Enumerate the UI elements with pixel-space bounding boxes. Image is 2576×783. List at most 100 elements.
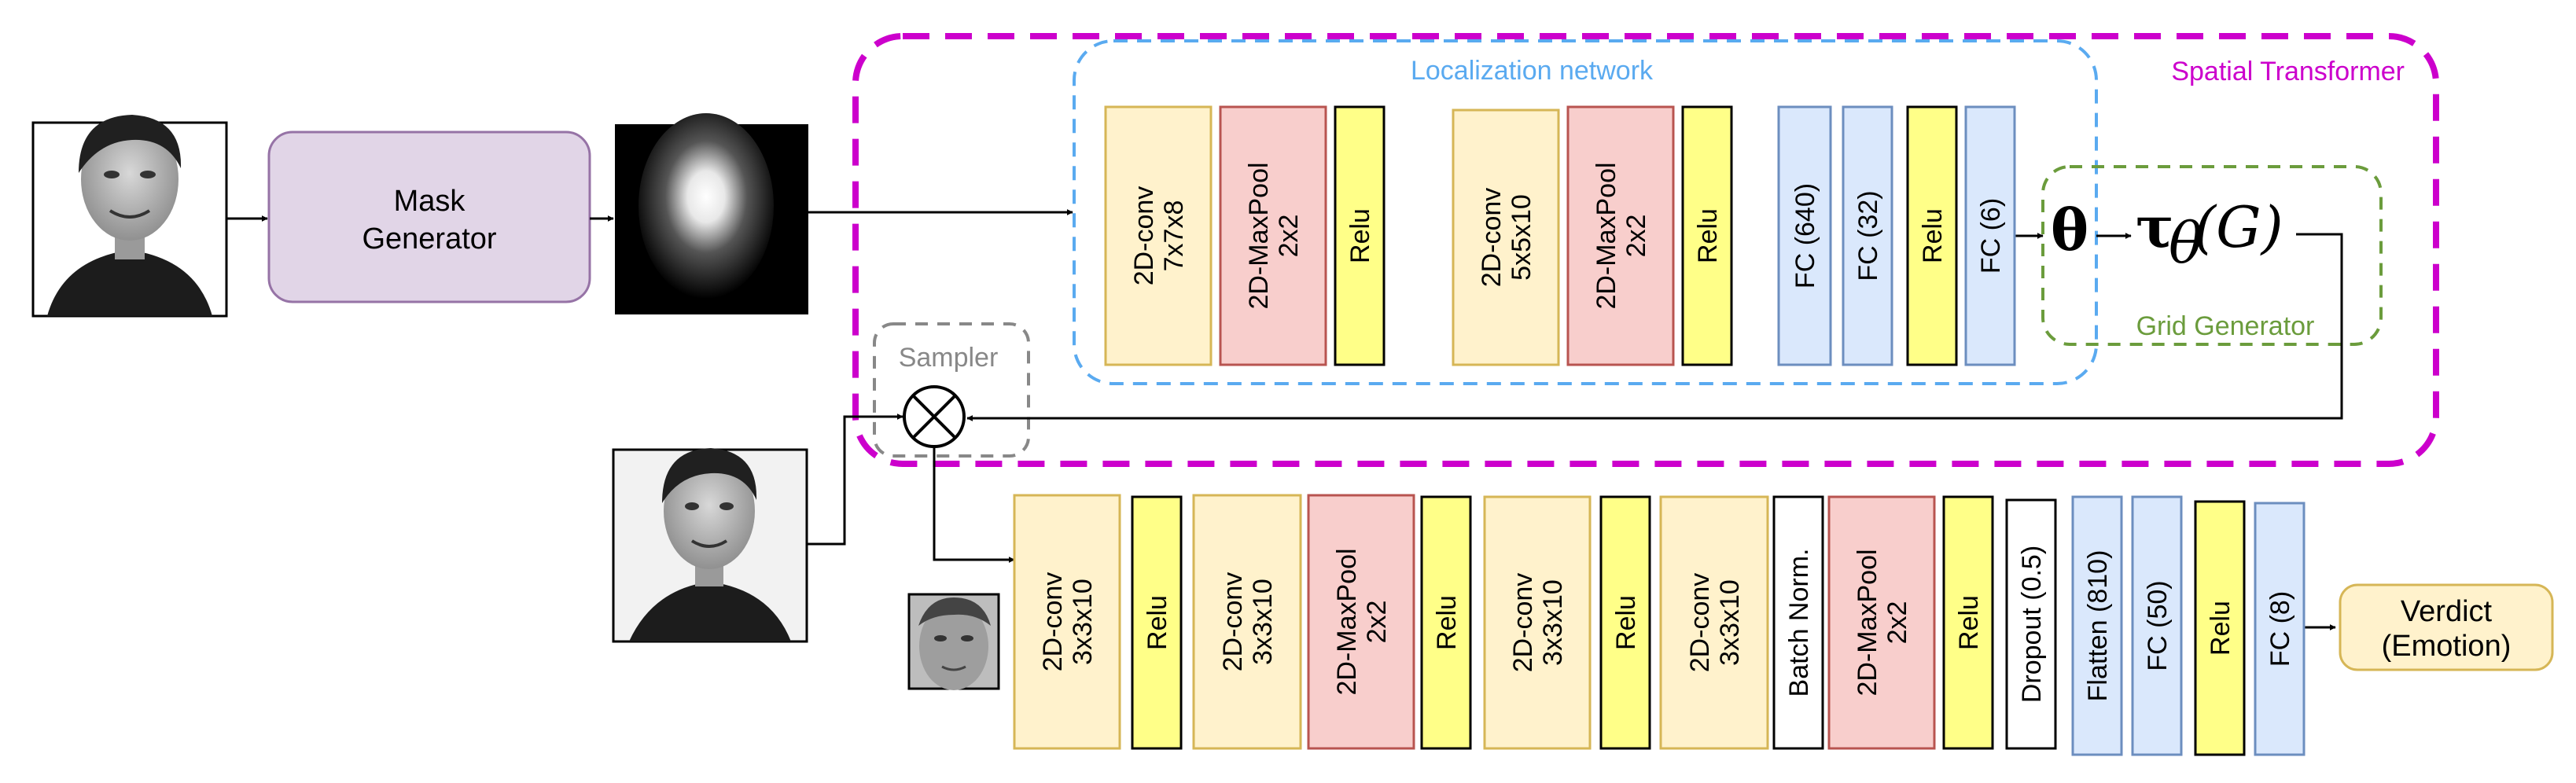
- 2d-maxpool-2x2-layer-box: [1566, 105, 1675, 366]
- mask-generator-block: [267, 130, 591, 303]
- flatten-810-layer-label-line1: Flatten (810): [2083, 550, 2113, 702]
- verdict-label-line1: Verdict: [2401, 595, 2493, 628]
- dropout-0-5-layer-label-line1: Dropout (0.5): [2017, 546, 2047, 703]
- batch-norm-layer-label-line1: Batch Norm.: [1784, 549, 1814, 697]
- svg-text:(G): (G): [2194, 194, 2283, 260]
- relu-layer-label: Relu: [2206, 601, 2236, 656]
- fc-8-layer-label: FC (8): [2265, 591, 2295, 667]
- 2d-maxpool-2x2-layer-box: [1307, 494, 1415, 750]
- fc-32-layer-box: [1842, 105, 1893, 366]
- fc-6-layer-label: FC (6): [1976, 198, 2006, 274]
- 2d-maxpool-2x2-layer-label: 2D-MaxPool2x2: [1332, 548, 1392, 695]
- 2d-conv-7x7x8-layer-box: [1104, 105, 1213, 366]
- 2d-conv-3x3x10-layer-label: 2D-conv3x3x10: [1685, 573, 1745, 673]
- relu-layer-box: [1906, 105, 1958, 366]
- sampler-multiply-node: [903, 385, 966, 448]
- fc-50-layer-box: [2131, 495, 2183, 756]
- 2d-conv-5x5x10-layer: 2D-conv5x5x10: [1452, 108, 1560, 366]
- mask-image: [615, 113, 808, 314]
- 2d-maxpool-2x2-layer-label: 2D-MaxPool2x2: [1853, 549, 1912, 696]
- fc-32-layer-label-line1: FC (32): [1853, 190, 1883, 281]
- 2d-maxpool-2x2-layer-label-line1: 2D-MaxPool: [1332, 548, 1362, 695]
- 2d-conv-3x3x10-layer-label-line2: 3x3x10: [1715, 579, 1745, 666]
- 2d-maxpool-2x2-layer-label: 2D-MaxPool2x2: [1244, 162, 1304, 309]
- flatten-810-layer-box: [2071, 495, 2123, 756]
- fc-50-layer: FC (50): [2131, 495, 2183, 756]
- arrow-face-to-sampler: [807, 414, 903, 546]
- fc-640-layer: FC (640): [1777, 105, 1832, 366]
- fc-6-layer-box: [1964, 105, 2016, 366]
- 2d-maxpool-2x2-layer: 2D-MaxPool2x2: [1827, 495, 1936, 750]
- relu-layer-label: Relu: [1143, 595, 1172, 650]
- relu-layer: Relu: [1420, 495, 1472, 750]
- dropout-0-5-layer-label: Dropout (0.5): [2017, 546, 2047, 703]
- sampler-input-face-image: [612, 448, 808, 643]
- 2d-maxpool-2x2-layer-label-line2: 2x2: [1274, 215, 1304, 258]
- 2d-maxpool-2x2-layer-label-line1: 2D-MaxPool: [1592, 162, 1621, 309]
- arrow-grid-to-sampler: [966, 233, 2343, 421]
- sampler-region: [873, 322, 1030, 458]
- grid-transform-formula: τ θ (G): [2136, 193, 2283, 276]
- relu-layer: Relu: [1906, 105, 1958, 366]
- 2d-conv-3x3x10-layer-label: 2D-conv3x3x10: [1218, 572, 1278, 672]
- relu-layer-label-line1: Relu: [2206, 601, 2236, 656]
- grid-generator-region: [2041, 165, 2383, 346]
- 2d-conv-3x3x10-layer-box: [1013, 494, 1121, 750]
- relu-layer: Relu: [1334, 105, 1386, 366]
- batch-norm-layer-box: [1772, 495, 1824, 750]
- verdict-block: [2339, 583, 2554, 671]
- cropped-face-image: [907, 593, 1000, 690]
- relu-layer-box: [1131, 495, 1183, 750]
- svg-text:θ: θ: [2169, 210, 2202, 276]
- 2d-conv-3x3x10-layer-box: [1659, 495, 1769, 750]
- batch-norm-layer: Batch Norm.: [1772, 495, 1824, 750]
- 2d-conv-3x3x10-layer-label-line1: 2D-conv: [1508, 573, 1538, 673]
- 2d-conv-3x3x10-layer: 2D-conv3x3x10: [1013, 494, 1121, 750]
- relu-layer-label-line1: Relu: [1918, 208, 1948, 263]
- 2d-maxpool-2x2-layer-box: [1219, 105, 1327, 366]
- fc-8-layer: FC (8): [2254, 502, 2306, 756]
- 2d-conv-3x3x10-layer-label: 2D-conv3x3x10: [1508, 573, 1568, 673]
- relu-layer: Relu: [1131, 495, 1183, 750]
- relu-layer-box: [1420, 495, 1472, 750]
- fc-6-layer-label-line1: FC (6): [1976, 198, 2006, 274]
- 2d-maxpool-2x2-layer-label-line2: 2x2: [1621, 215, 1651, 258]
- mask-generator-label-line2: Generator: [362, 222, 496, 255]
- dropout-0-5-layer-box: [2005, 498, 2057, 750]
- relu-layer-box: [1681, 105, 1733, 366]
- 2d-conv-3x3x10-layer-label-line1: 2D-conv: [1685, 573, 1715, 673]
- fc-50-layer-label: FC (50): [2143, 580, 2173, 671]
- 2d-maxpool-2x2-layer-label-line1: 2D-MaxPool: [1853, 549, 1882, 696]
- fc-32-layer: FC (32): [1842, 105, 1893, 366]
- 2d-conv-7x7x8-layer: 2D-conv7x7x8: [1104, 105, 1213, 366]
- relu-layer: Relu: [2194, 500, 2246, 756]
- fc-640-layer-label: FC (640): [1790, 183, 1820, 289]
- input-face-image: [31, 115, 228, 318]
- 2d-conv-3x3x10-layer: 2D-conv3x3x10: [1483, 495, 1592, 750]
- 2d-maxpool-2x2-layer-label-line2: 2x2: [1362, 601, 1392, 644]
- relu-layer-label-line1: Relu: [1611, 595, 1641, 650]
- localization-network-label: Localization network: [1411, 56, 1654, 86]
- relu-layer-label-line1: Relu: [1693, 208, 1723, 263]
- 2d-maxpool-2x2-layer-label: 2D-MaxPool2x2: [1592, 162, 1651, 309]
- 2d-maxpool-2x2-layer: 2D-MaxPool2x2: [1566, 105, 1675, 366]
- relu-layer-box: [1599, 495, 1651, 750]
- 2d-maxpool-2x2-layer-label-line1: 2D-MaxPool: [1244, 162, 1274, 309]
- 2d-conv-3x3x10-layer-label-line2: 3x3x10: [1248, 579, 1278, 665]
- 2d-maxpool-2x2-layer-box: [1827, 495, 1936, 750]
- 2d-conv-5x5x10-layer-label: 2D-conv5x5x10: [1477, 188, 1536, 288]
- relu-layer: Relu: [1942, 495, 1994, 750]
- 2d-conv-3x3x10-layer-box: [1192, 494, 1302, 750]
- spatial-transformer-region: [852, 33, 2439, 467]
- theta-symbol: θ: [2051, 197, 2088, 263]
- relu-layer-label: Relu: [1918, 208, 1948, 263]
- relu-layer-label: Relu: [1693, 208, 1723, 263]
- fc-32-layer-label: FC (32): [1853, 190, 1883, 281]
- 2d-conv-7x7x8-layer-label-line1: 2D-conv: [1129, 186, 1159, 286]
- 2d-maxpool-2x2-layer: 2D-MaxPool2x2: [1219, 105, 1327, 366]
- relu-layer: Relu: [1681, 105, 1733, 366]
- 2d-maxpool-2x2-layer: 2D-MaxPool2x2: [1307, 494, 1415, 750]
- relu-layer-label-line1: Relu: [1143, 595, 1172, 650]
